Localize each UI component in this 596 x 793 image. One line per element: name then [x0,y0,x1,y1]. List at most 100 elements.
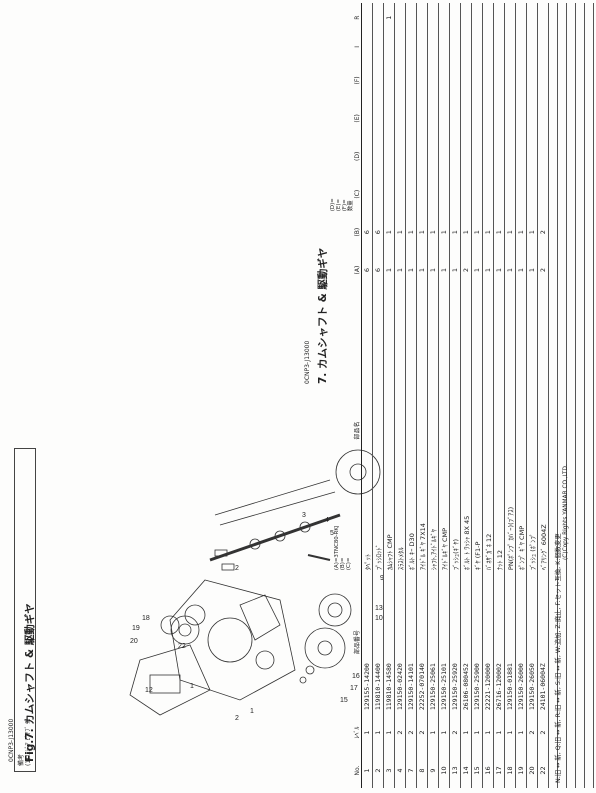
model-legend: (A)=3TNC80-RKJ (B)= (C)= [334,525,352,571]
cell-i [515,32,527,62]
cell-part-no: 129155-14200 [361,572,373,713]
blank-cell [566,175,576,214]
cell-qty-a: 6 [361,251,373,290]
blank-cell [548,99,558,138]
blank-cell [566,251,576,290]
cell-qty-b: 1 [526,213,538,252]
cell-part-name: PN(ﾎﾟﾝﾌﾟ ｶﾊﾞｰ)(ﾌﾞｱｽ) [504,289,516,573]
gear-case-hole [184,604,206,626]
cell-level: 1 [361,712,373,753]
cell-qty-f [482,61,494,100]
cell-qty-e [427,99,439,138]
cell-r [471,3,483,33]
cell-level: 1 [372,712,384,753]
cell-no: 9 [427,752,439,788]
cell-i [383,32,395,62]
cell-qty-b: 1 [482,213,494,252]
col-no: No. [330,752,362,788]
cell-r [515,3,527,33]
cell-qty-c [394,175,406,214]
cell-qty-b: 1 [515,213,527,252]
cell-qty-b: 2 [537,213,549,252]
blank-cell [566,99,576,138]
cell-qty-e [416,99,428,138]
cell-qty-f [449,61,461,100]
cam-gear [335,449,381,495]
cell-part-no: 129150-02420 [394,572,406,713]
col-qty-a: (A) [330,251,362,290]
cell-qty-f [526,61,538,100]
cell-no: 17 [493,752,505,788]
blank-cell [548,137,558,176]
blank-cell [548,175,558,214]
cell-i [394,32,406,62]
blank-cell [584,712,594,753]
blank-cell [584,137,594,176]
cell-part-name: ｶﾑｼｬﾌﾄ CMP [383,289,395,573]
svg-text:15: 15 [340,697,348,704]
svg-text:1: 1 [190,683,194,690]
pushrod [214,479,331,516]
cell-part-name: ｷﾞﾔ (F1-P [471,289,483,573]
lock-washer [305,665,315,675]
pushrod [219,491,336,526]
cell-part-name: ﾌﾞｯｼｭ(ｷﾞﾔ) [449,289,461,573]
table-row-blank [566,3,576,788]
col-qty-e: (E) [330,99,362,138]
blank-cell [557,61,567,100]
fuel-pump-top [149,674,181,694]
cell-level: 1 [460,712,472,753]
cell-qty-c [471,175,483,214]
idle-gear [318,593,352,627]
cell-level: 1 [515,712,527,753]
blank-cell [575,752,585,788]
cell-no: 8 [416,752,428,788]
cell-level: 1 [471,712,483,753]
blank-cell [575,61,585,100]
cell-qty-e [383,99,395,138]
cell-part-name: ﾌﾞｯｼｭ (ﾎﾟﾝﾌﾟ [526,289,538,573]
svg-text:3: 3 [302,512,306,519]
nut [299,676,307,684]
cell-qty-a: 1 [515,251,527,290]
col-qty-f: (F) [330,61,362,100]
cell-qty-b: 1 [394,213,406,252]
cell-i [438,32,450,62]
cell-part-name: ﾊﾞﾈｻﾞｶﾞﾈ 12 [482,289,494,573]
pump-bushing [160,615,180,635]
svg-text:19: 19 [132,625,140,632]
col-qty-b: (B) [330,213,362,252]
svg-text:18: 18 [142,615,150,622]
cell-i [482,32,494,62]
cell-qty-c [405,175,417,214]
cell-qty-a: 1 [394,251,406,290]
blank-cell [557,175,567,214]
cell-part-name: ﾀﾍﾟｯﾄ [361,289,373,573]
cell-qty-c [449,175,461,214]
col-qty-c: (D)= (E)= (F)= 数量 (C) [330,175,362,214]
pump-gear [170,615,200,645]
cell-part-no: 129150-25900 [471,572,483,713]
cell-no: 15 [471,752,483,788]
blank-cell [557,213,567,252]
cell-qty-a: 1 [383,251,395,290]
cell-level: 1 [438,712,450,753]
cell-part-no: 129150-01881 [504,572,516,713]
cell-qty-f [361,61,373,100]
cell-qty-b: 1 [383,213,395,252]
cell-qty-e [493,99,505,138]
blank-cell [566,752,576,788]
cell-no: 14 [460,752,472,788]
cell-qty-d [449,137,461,176]
cell-qty-a: 1 [504,251,516,290]
cell-r [537,3,549,33]
cell-qty-d [405,137,417,176]
cell-qty-a: 1 [449,251,461,290]
